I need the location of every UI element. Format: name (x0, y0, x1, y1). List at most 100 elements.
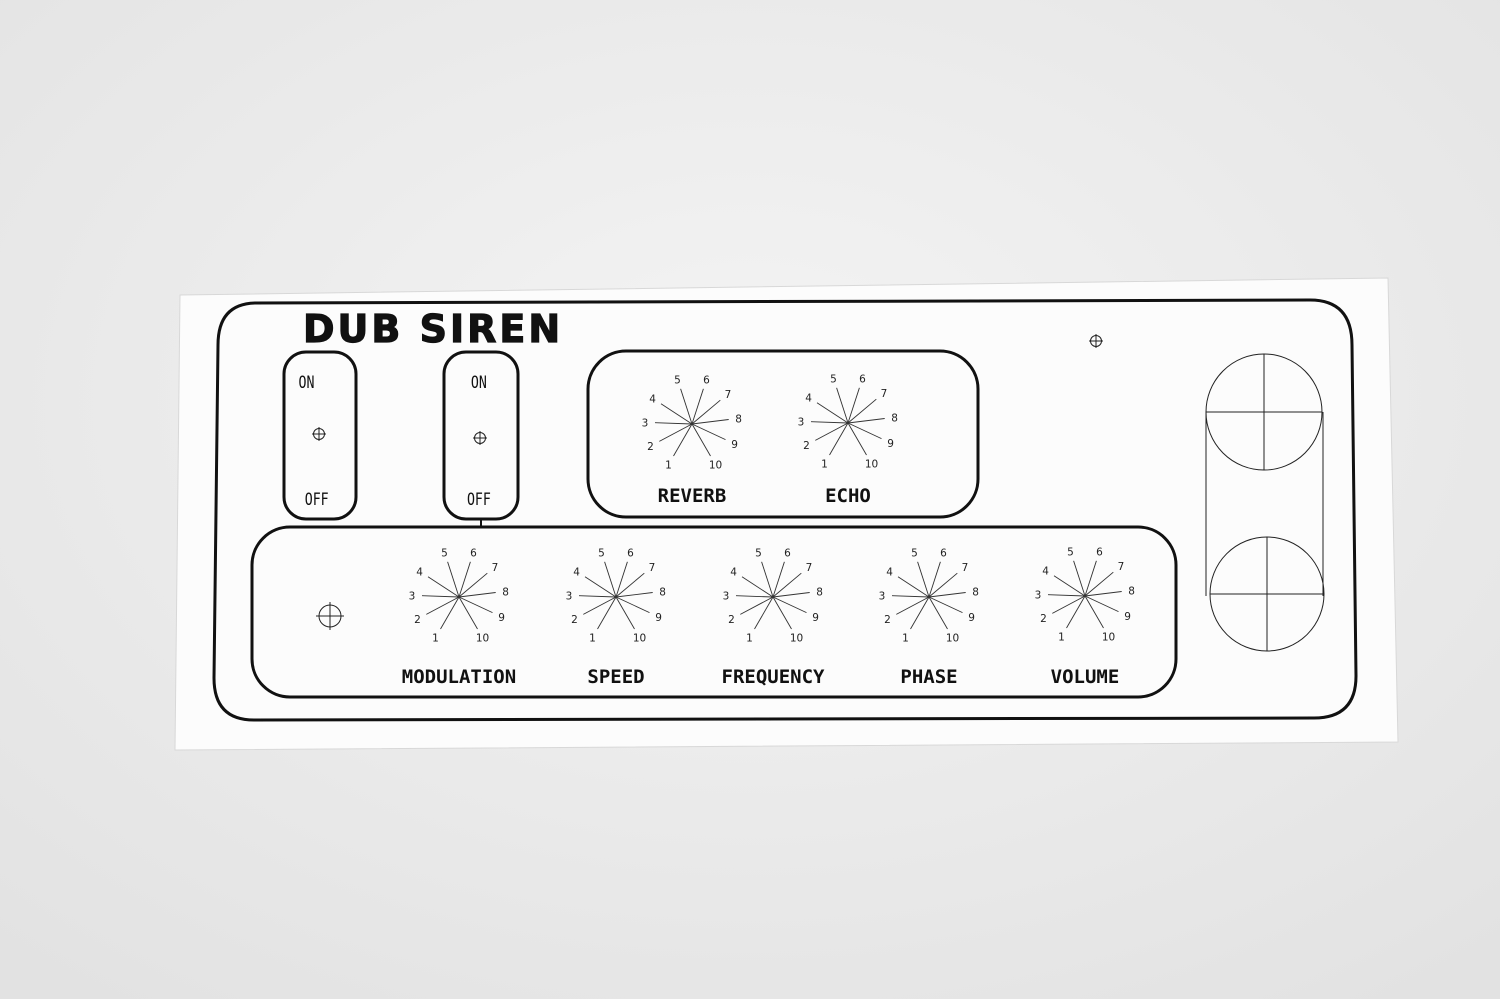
knob-number: 2 (414, 614, 421, 626)
speaker-circle-icon (1205, 353, 1323, 471)
knob-number: 9 (498, 612, 505, 624)
knob-number: 6 (703, 374, 710, 386)
echo-label: ECHO (825, 485, 871, 507)
knob-number: 8 (816, 586, 823, 598)
knob-tick-line (928, 561, 941, 598)
knob-number: 9 (1124, 611, 1131, 623)
knob-number: 6 (940, 547, 947, 559)
knob-number: 1 (1058, 632, 1065, 644)
knob-number: 1 (821, 459, 828, 471)
knob-tick-line (615, 596, 635, 630)
power-switch-1[interactable]: ON OFF (282, 350, 358, 521)
knob-tick-line (829, 422, 849, 456)
knob-number: 10 (633, 633, 646, 645)
knob-tick-line (896, 596, 930, 615)
volume-label: VOLUME (1051, 666, 1120, 688)
knob-tick-line (1084, 560, 1097, 597)
knob-tick-line (815, 422, 849, 441)
knob-number: 10 (946, 633, 959, 645)
knob-number: 9 (812, 612, 819, 624)
knob-number: 6 (627, 547, 634, 559)
knob-tick-line (427, 576, 460, 598)
knob-number: 9 (887, 438, 894, 450)
knob-number: 1 (746, 633, 753, 645)
effects-section-frame (586, 349, 980, 519)
knob-number: 2 (728, 614, 735, 626)
knob-tick-line (928, 592, 966, 598)
knob-number: 5 (755, 547, 762, 559)
power-switch-2[interactable]: ON OFF (442, 350, 520, 528)
phase-label: PHASE (900, 666, 957, 688)
knob-tick-line (928, 572, 958, 598)
knob-number: 3 (879, 590, 886, 602)
knob-number: 10 (865, 459, 878, 471)
knob-tick-line (928, 596, 963, 614)
switch-1-on-label: ON (299, 372, 315, 392)
knob-number: 3 (798, 416, 805, 428)
knob-number: 4 (1042, 565, 1049, 577)
knob-tick-line (691, 419, 729, 425)
knob-tick-line (615, 572, 645, 598)
knob-number: 5 (911, 547, 918, 559)
knob-tick-line (1084, 571, 1114, 597)
knob-tick-line (1047, 594, 1086, 597)
knob-number: 10 (709, 460, 722, 472)
knob-tick-line (597, 596, 617, 630)
knob-number: 2 (803, 440, 810, 452)
reverb-label: REVERB (658, 485, 727, 507)
knob-number: 8 (735, 413, 742, 425)
knob-tick-line (740, 596, 774, 615)
knob-number: 4 (730, 566, 737, 578)
crosshair-circle-icon (312, 427, 326, 441)
knob-tick-line (584, 576, 617, 598)
knob-tick-line (458, 561, 471, 598)
knob-tick-line (847, 387, 860, 424)
knob-tick-line (615, 561, 628, 598)
main-controls-frame (250, 525, 1178, 699)
knob-tick-line (654, 422, 693, 425)
knob-number: 5 (674, 374, 681, 386)
panel-title: DUB SIREN (303, 307, 563, 351)
knob-tick-line (847, 418, 885, 424)
knob-tick-line (660, 403, 693, 425)
knob-number: 10 (1102, 632, 1115, 644)
knob-tick-line (583, 596, 617, 615)
knob-number: 8 (891, 412, 898, 424)
knob-number: 2 (884, 614, 891, 626)
knob-tick-line (1084, 595, 1104, 629)
knob-number: 4 (416, 566, 423, 578)
knob-number: 9 (655, 612, 662, 624)
knob-tick-line (836, 387, 849, 424)
knob-number: 2 (571, 614, 578, 626)
knob-tick-line (735, 595, 774, 598)
knob-number: 9 (731, 439, 738, 451)
speed-label: SPEED (587, 666, 644, 688)
knob-number: 7 (725, 389, 732, 401)
knob-tick-line (447, 561, 460, 598)
knob-tick-line (772, 561, 785, 598)
knob-number: 10 (790, 633, 803, 645)
knob-tick-line (810, 421, 849, 424)
knob-number: 1 (902, 633, 909, 645)
knob-number: 3 (1035, 589, 1042, 601)
knob-number: 6 (470, 547, 477, 559)
switch-2-on-label: ON (471, 372, 487, 392)
crosshair-circle-icon (473, 431, 487, 445)
knob-number: 7 (881, 388, 888, 400)
knob-number: 5 (1067, 546, 1074, 558)
knob-tick-line (772, 596, 807, 614)
knob-tick-line (440, 596, 460, 630)
knob-tick-line (615, 596, 650, 614)
speaker-circle-icon (1209, 536, 1325, 652)
knob-number: 7 (492, 562, 499, 574)
knob-number: 6 (859, 373, 866, 385)
knob-number: 6 (1096, 546, 1103, 558)
